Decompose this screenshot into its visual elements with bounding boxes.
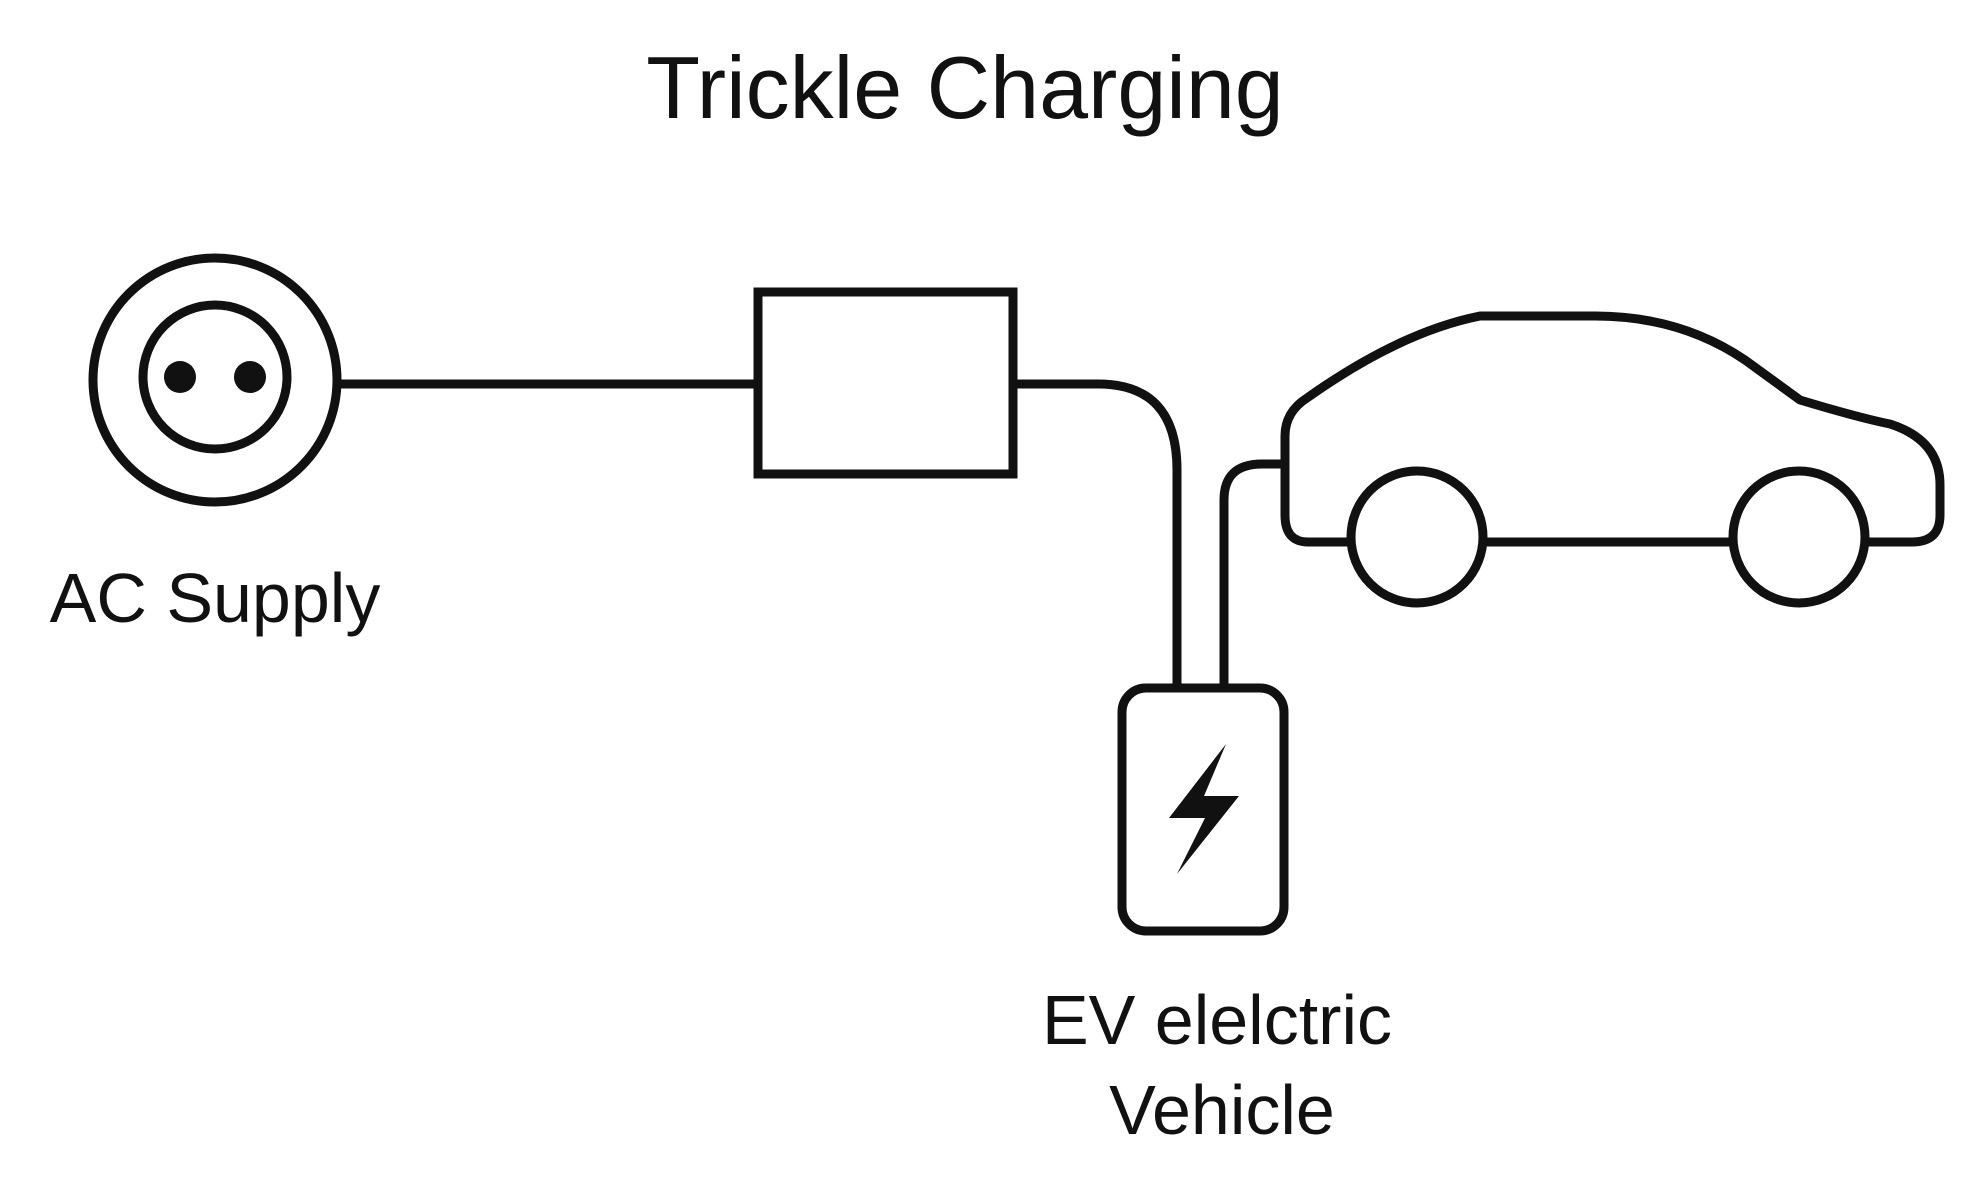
vehicle-cable — [1219, 459, 1283, 690]
wall-socket-icon — [88, 253, 342, 507]
adapter-cable — [1013, 379, 1182, 690]
charger-box-icon — [753, 287, 1018, 479]
diagram-title: Trickle Charging — [646, 38, 1283, 137]
ev-label-line1: EV elelctric — [1042, 981, 1392, 1059]
car-icon — [1280, 311, 1945, 608]
ev-label-line2: Vehicle — [1109, 1071, 1335, 1149]
ac-supply-label: AC Supply — [50, 559, 381, 637]
lightning-bolt-icon — [1117, 683, 1289, 936]
